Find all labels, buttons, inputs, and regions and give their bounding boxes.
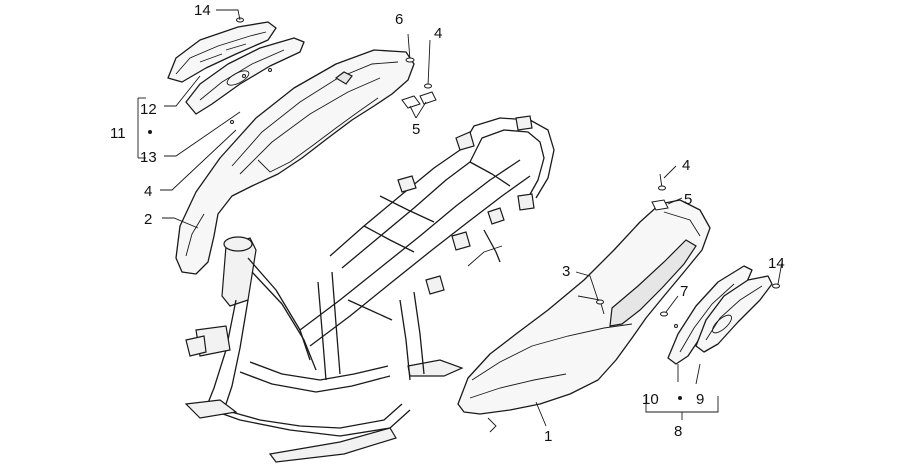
- callout-2: 2: [144, 211, 152, 228]
- callout-13: 13: [140, 149, 157, 166]
- callout-1: 1: [544, 428, 552, 445]
- callout-11: 11: [110, 125, 126, 142]
- callout-12: 12: [140, 101, 157, 118]
- callout-9: 9: [696, 391, 704, 408]
- part-14-top-trim: [167, 21, 277, 83]
- callout-4-mid: 4: [144, 183, 152, 200]
- part-9-10-right-trim-pair: [667, 265, 773, 365]
- callout-4-right: 4: [682, 157, 690, 174]
- callout-3: 3: [562, 263, 570, 280]
- callout-leaders: [137, 9, 783, 427]
- callout-labels: 14 6 4 12 11 13 5 4 2 4 5 3 7 14 10 9 8 …: [110, 2, 785, 445]
- callout-8: 8: [674, 423, 682, 440]
- callout-4-top: 4: [434, 25, 442, 42]
- hardware-fasteners: [230, 17, 780, 328]
- callout-5-right: 5: [684, 191, 692, 208]
- callout-14-right: 14: [768, 255, 785, 272]
- scooter-frame: [184, 115, 555, 463]
- callout-6: 6: [395, 11, 403, 28]
- part-2-left-side-cover: [175, 49, 415, 275]
- callout-5-top: 5: [412, 121, 420, 138]
- callout-14-top: 14: [194, 2, 211, 19]
- callout-7: 7: [680, 283, 688, 300]
- part-1-right-side-cover: [457, 199, 711, 433]
- callout-10: 10: [642, 391, 659, 408]
